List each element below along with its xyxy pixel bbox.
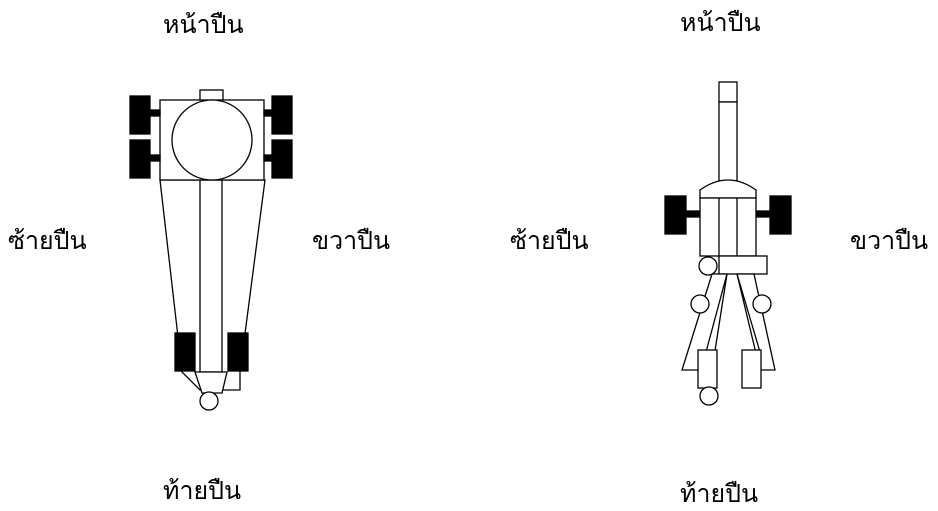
right-lower-box <box>718 255 768 275</box>
right-axle-bar-left <box>685 210 701 218</box>
left-axle-bar-bl <box>149 154 161 162</box>
right-gun-diagram <box>664 81 792 406</box>
left-muzzle-box <box>199 89 224 101</box>
right-spade-right <box>741 349 762 389</box>
left-wheel-rear-left <box>129 139 151 179</box>
right-barrel <box>718 101 738 183</box>
left-wheel-rear-right <box>271 139 293 179</box>
right-pivot-circle-top <box>698 256 718 276</box>
right-body-box <box>699 197 757 257</box>
right-axle-bar-right <box>755 210 771 218</box>
left-wheel-front-right <box>271 95 293 135</box>
right-muzzle-tip <box>718 81 738 103</box>
left-side-left-label: ซ้ายปืน <box>8 226 87 255</box>
right-side-right-label: ขวาปืน <box>850 226 929 255</box>
left-gun-diagram <box>129 89 293 411</box>
left-axle-bar-tl <box>149 109 161 117</box>
right-front-label: หน้าปืน <box>680 8 761 37</box>
left-rear-label: ท้ายปืน <box>163 476 242 505</box>
right-pivot-circle-left <box>690 294 710 314</box>
left-trail-wheel-right <box>227 332 249 372</box>
right-side-left-label: ซ้ายปืน <box>510 226 589 255</box>
left-turret-circle <box>171 99 253 181</box>
right-lunette-ring <box>699 386 719 406</box>
left-side-right-label: ขวาปืน <box>312 226 391 255</box>
left-hitch <box>194 371 228 394</box>
left-wheel-front-left <box>129 95 151 135</box>
right-trail-leg-left-inner <box>705 273 728 353</box>
left-front-label: หน้าปืน <box>163 10 244 39</box>
right-pivot-circle-right <box>752 294 772 314</box>
right-trail-leg-right-inner <box>736 273 761 353</box>
right-wheel-left <box>664 195 687 235</box>
left-trail-beam <box>199 179 223 373</box>
left-lunette-ring <box>199 391 219 411</box>
right-wheel-right <box>769 195 792 235</box>
left-trail-wheel-left <box>174 332 196 372</box>
right-shield-dome <box>699 179 757 199</box>
right-spade-left <box>697 349 718 389</box>
right-trail-leg-right <box>736 273 776 371</box>
right-rear-label: ท้ายปืน <box>680 479 759 508</box>
